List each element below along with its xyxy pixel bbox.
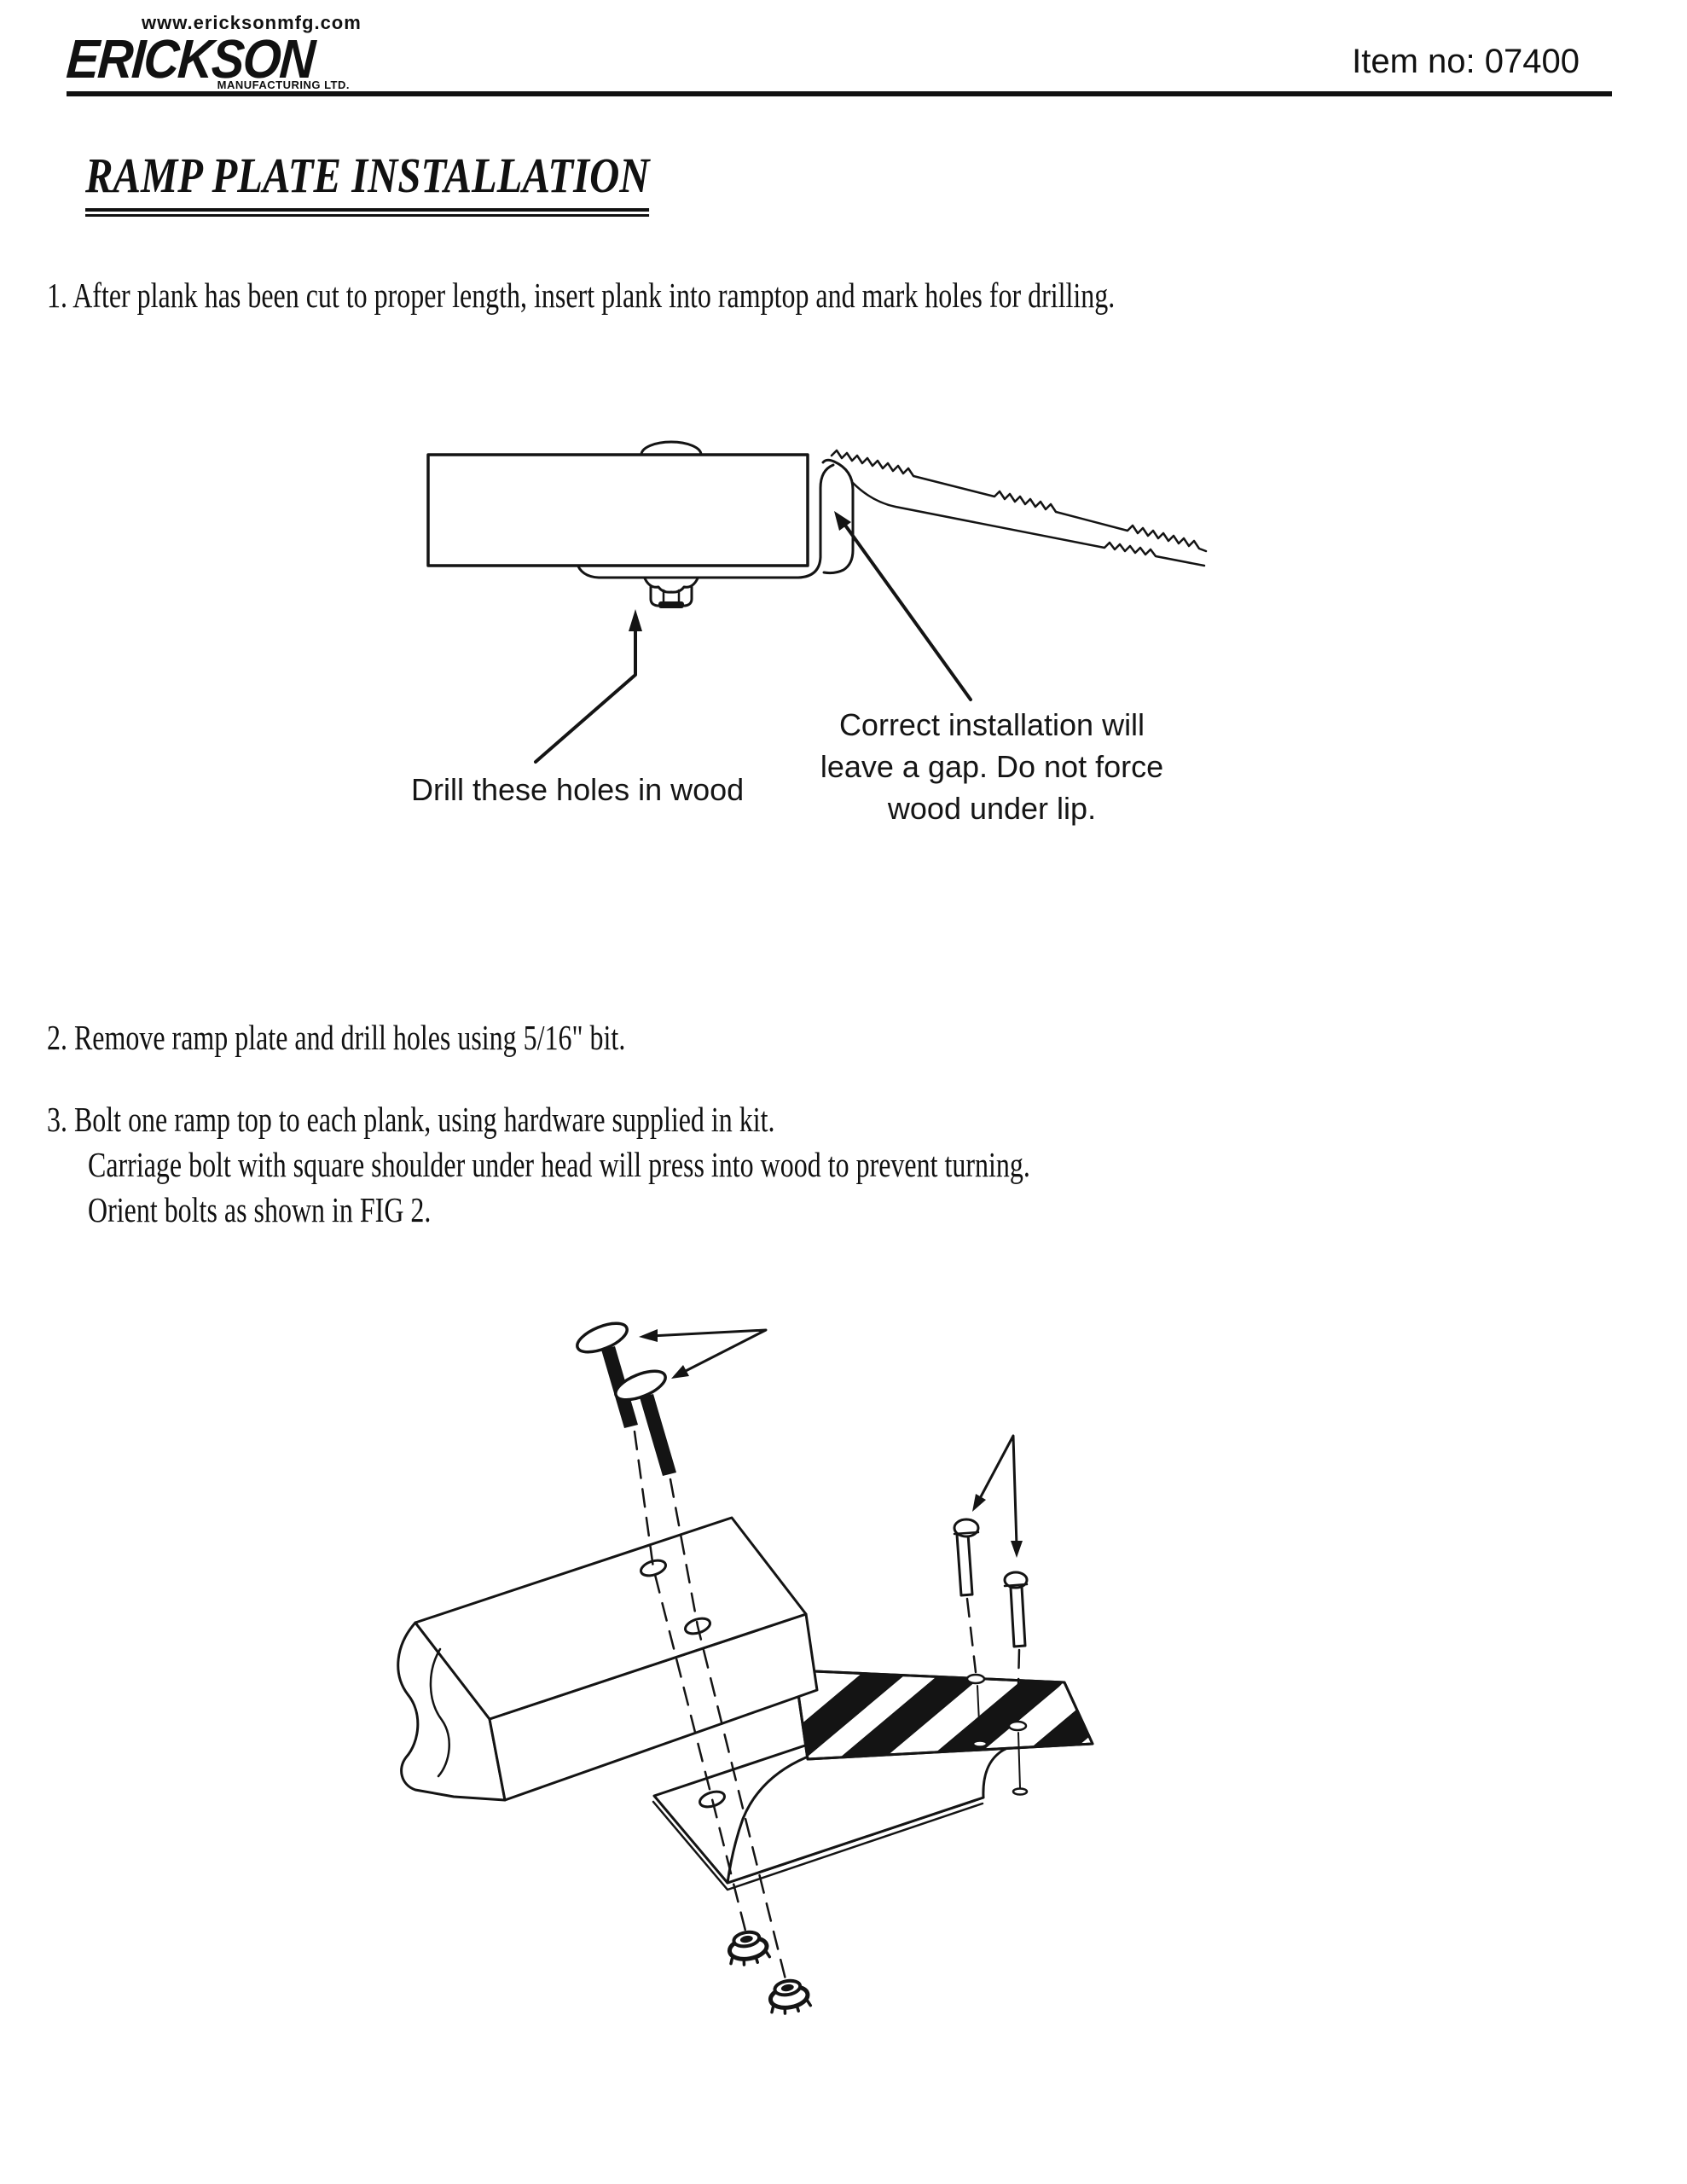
figure1-gap-warning-label: Correct installation will leave a gap. D… xyxy=(820,707,1164,826)
tread-stripe xyxy=(997,1670,1093,1759)
ramp-channel-inner-line xyxy=(575,463,835,579)
logo-subtitle-text: MANUFACTURING LTD. xyxy=(217,78,350,91)
step-2-text: 2. Remove ramp plate and drill holes usi… xyxy=(47,1018,626,1057)
plank-side-view xyxy=(426,453,809,567)
carriage-bolt-black xyxy=(614,1369,676,1476)
assembly-axis-dashed-lines xyxy=(633,1430,1021,1981)
step-3-text-line3: Orient bolts as shown in FIG 2. xyxy=(88,1190,432,1229)
bolt-tip-projection xyxy=(971,1685,1029,1796)
flange-nut xyxy=(767,1978,811,2015)
tread-stripe xyxy=(913,1670,1064,1759)
carriage-bolt-head-dome xyxy=(640,440,703,456)
header-divider xyxy=(67,91,1612,96)
carriage-bolt-black xyxy=(576,1321,638,1428)
round-head-bolt-white xyxy=(953,1518,980,1597)
step-3-text-line1: 3. Bolt one ramp top to each plank, usin… xyxy=(47,1100,775,1139)
figure1-drill-holes-label: Drill these holes in wood xyxy=(411,772,745,807)
drill-holes-leader-arrow xyxy=(534,609,642,764)
tread-stripe xyxy=(795,1670,908,1759)
plank-rough-cut-end xyxy=(397,1621,507,1802)
page-title: RAMP PLATE INSTALLATION xyxy=(85,147,650,217)
round-head-bolt-white xyxy=(1003,1571,1029,1648)
black-bolts-pointer-arrows xyxy=(639,1328,768,1379)
white-bolts-pointer-arrows xyxy=(972,1434,1023,1558)
ramp-surface-serrated-top xyxy=(830,449,1208,553)
ramp-surface-bottom-line xyxy=(851,481,1206,567)
figure2-exploded-assembly xyxy=(397,1321,1094,2015)
tread-plate-hole xyxy=(1007,1720,1028,1732)
tread-plate-hole xyxy=(965,1673,986,1685)
ramp-lip-outer-line xyxy=(821,458,855,575)
step-3-text-line2: Carriage bolt with square shoulder under… xyxy=(88,1145,1030,1184)
step-1-text: 1. After plank has been cut to proper le… xyxy=(47,276,1116,315)
plank-grain-line xyxy=(429,1647,450,1778)
flange-nut xyxy=(726,1929,770,1966)
figure1-ramp-cross-section xyxy=(426,440,1208,764)
item-number: Item no: 07400 xyxy=(1352,43,1580,80)
plank-top-face xyxy=(414,1516,808,1721)
logo-website-text: www.ericksonmfg.com xyxy=(142,12,362,33)
erickson-logo: www.ericksonmfg.com ERICKSON MANUFACTURI… xyxy=(65,12,362,91)
plank-block xyxy=(397,1516,819,1802)
gap-leader-arrow xyxy=(834,511,972,701)
flange-nut-cross-section xyxy=(643,577,699,608)
